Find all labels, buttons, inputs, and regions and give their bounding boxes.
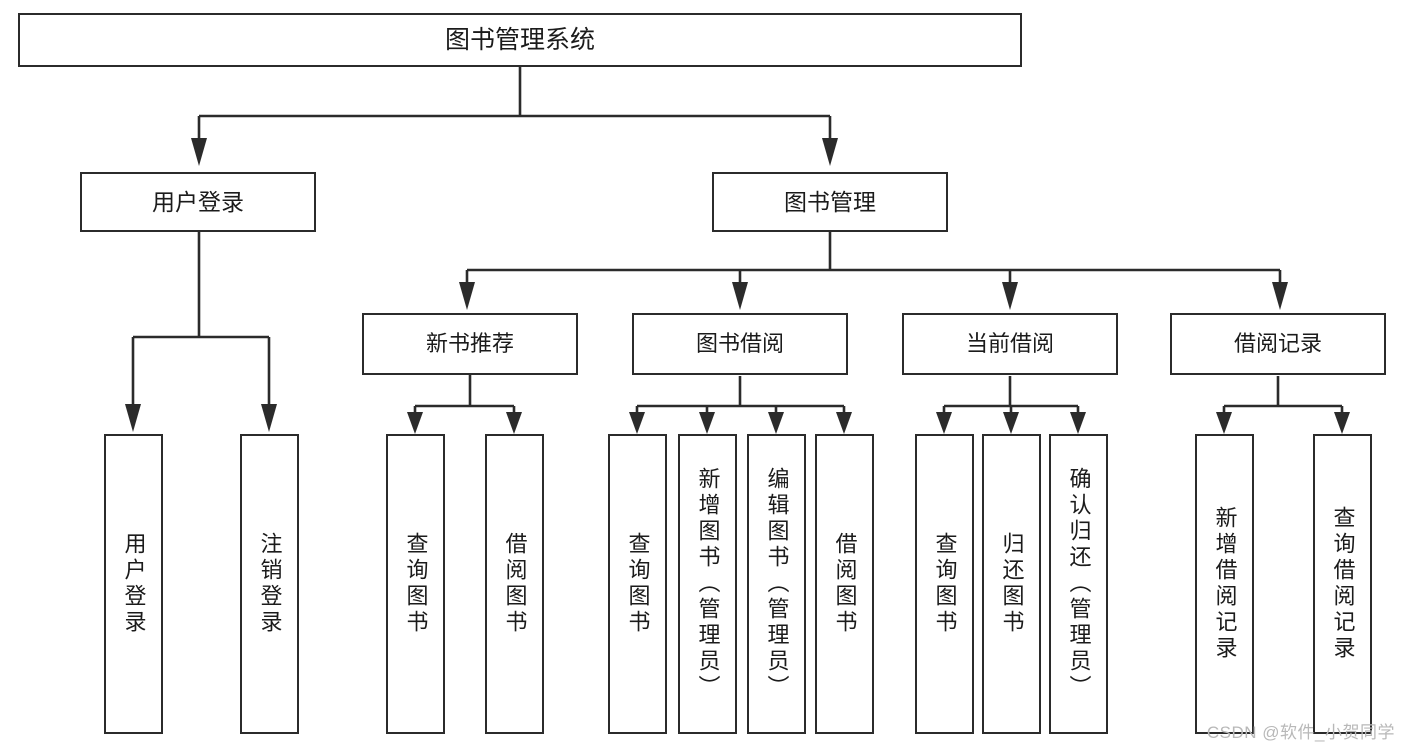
leaf-new-book-borrow[interactable]: 借阅图书 <box>485 434 544 734</box>
leaf-user-login-signin[interactable]: 用户登录 <box>104 434 163 734</box>
arrow-bookmgmt-child-1 <box>459 282 475 310</box>
node-user-login-label: 用户登录 <box>152 188 244 215</box>
arrow-current-leaf-3 <box>1070 412 1086 434</box>
arrow-root-to-user-login <box>191 138 207 166</box>
node-book-borrow-label: 图书借阅 <box>695 331 784 357</box>
leaf-user-login-signout[interactable]: 注销登录 <box>240 434 299 734</box>
leaf-current-query-book[interactable]: 查询图书 <box>915 434 974 734</box>
leaf-borrow-edit-book-admin-label: 编辑图书（管理员） <box>764 467 790 701</box>
node-root-system-label: 图书管理系统 <box>444 25 595 54</box>
arrow-record-leaf-2 <box>1334 412 1350 434</box>
arrow-current-leaf-2 <box>1003 412 1019 434</box>
leaf-record-add[interactable]: 新增借阅记录 <box>1195 434 1254 734</box>
leaf-current-confirm-return-admin-label: 确认归还（管理员） <box>1066 467 1092 701</box>
csdn-watermark: CSDN @软件_小贺同学 <box>1206 723 1395 742</box>
leaf-borrow-add-book-admin[interactable]: 新增图书（管理员） <box>678 434 737 734</box>
arrow-userlogin-leaf-1 <box>125 404 141 432</box>
leaf-record-add-label: 新增借阅记录 <box>1212 506 1238 662</box>
leaf-record-query-label: 查询借阅记录 <box>1330 506 1356 662</box>
leaf-new-book-query-label: 查询图书 <box>403 532 429 636</box>
arrow-bookmgmt-child-4 <box>1272 282 1288 310</box>
arrow-borrow-leaf-3 <box>768 412 784 434</box>
node-book-management[interactable]: 图书管理 <box>712 172 948 232</box>
node-borrow-record-label: 借阅记录 <box>1233 331 1322 357</box>
leaf-current-return-book-label: 归还图书 <box>999 532 1025 636</box>
leaf-current-query-book-label: 查询图书 <box>932 532 958 636</box>
arrow-bookmgmt-child-3 <box>1002 282 1018 310</box>
node-book-management-label: 图书管理 <box>784 188 876 215</box>
leaf-user-login-signin-label: 用户登录 <box>121 532 147 636</box>
arrow-current-leaf-1 <box>936 412 952 434</box>
arrow-record-leaf-1 <box>1216 412 1232 434</box>
leaf-borrow-add-book-admin-label: 新增图书（管理员） <box>695 467 721 701</box>
arrow-newbook-leaf-2 <box>506 412 522 434</box>
arrow-userlogin-leaf-2 <box>261 404 277 432</box>
leaf-borrow-borrow-book[interactable]: 借阅图书 <box>815 434 874 734</box>
arrow-bookmgmt-child-2 <box>732 282 748 310</box>
node-root-system[interactable]: 图书管理系统 <box>18 13 1022 67</box>
node-current-borrow-label: 当前借阅 <box>965 331 1054 357</box>
leaf-borrow-edit-book-admin[interactable]: 编辑图书（管理员） <box>747 434 806 734</box>
arrow-newbook-leaf-1 <box>407 412 423 434</box>
leaf-borrow-query-book[interactable]: 查询图书 <box>608 434 667 734</box>
node-new-book-recommend[interactable]: 新书推荐 <box>362 313 578 375</box>
arrow-borrow-leaf-1 <box>629 412 645 434</box>
node-user-login[interactable]: 用户登录 <box>80 172 316 232</box>
leaf-borrow-borrow-book-label: 借阅图书 <box>832 532 858 636</box>
arrow-root-to-book-mgmt <box>822 138 838 166</box>
node-book-borrow[interactable]: 图书借阅 <box>632 313 848 375</box>
leaf-new-book-borrow-label: 借阅图书 <box>502 532 528 636</box>
arrow-borrow-leaf-4 <box>836 412 852 434</box>
leaf-new-book-query[interactable]: 查询图书 <box>386 434 445 734</box>
node-current-borrow[interactable]: 当前借阅 <box>902 313 1118 375</box>
leaf-current-return-book[interactable]: 归还图书 <box>982 434 1041 734</box>
node-borrow-record[interactable]: 借阅记录 <box>1170 313 1386 375</box>
arrow-borrow-leaf-2 <box>699 412 715 434</box>
leaf-borrow-query-book-label: 查询图书 <box>625 532 651 636</box>
leaf-current-confirm-return-admin[interactable]: 确认归还（管理员） <box>1049 434 1108 734</box>
node-new-book-recommend-label: 新书推荐 <box>425 331 514 357</box>
leaf-record-query[interactable]: 查询借阅记录 <box>1313 434 1372 734</box>
leaf-user-login-signout-label: 注销登录 <box>257 532 283 636</box>
